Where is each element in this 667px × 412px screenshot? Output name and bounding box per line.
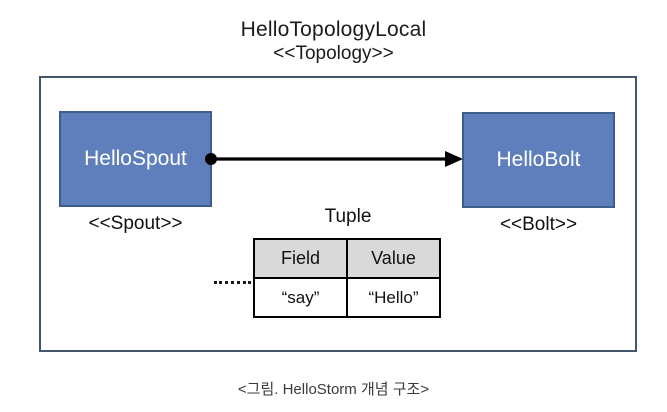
tuple-cell-value: “Hello”: [346, 277, 441, 318]
node-hellobolt-label: HelloBolt: [496, 148, 581, 171]
flow-arrow: [205, 151, 463, 167]
topology-title: HelloTopologyLocal: [240, 18, 427, 41]
diagram-header: HelloTopologyLocal <<Topology>>: [0, 17, 667, 65]
tuple-data-row: “say” “Hello”: [253, 277, 441, 318]
spout-stereotype: <<Spout>>: [88, 213, 183, 234]
tuple-header-value: Value: [346, 238, 441, 279]
bolt-stereotype: <<Bolt>>: [499, 214, 578, 235]
arrow-head: [445, 151, 463, 167]
dotted-connector: [214, 281, 251, 284]
tuple-title: Tuple: [324, 206, 372, 227]
tuple-header-row: Field Value: [253, 238, 441, 279]
node-hellospout: HelloSpout: [59, 111, 212, 207]
node-hellobolt: HelloBolt: [462, 112, 615, 208]
figure-caption: <그림. HelloStorm 개념 구조>: [237, 381, 430, 398]
tuple-header-field: Field: [253, 238, 348, 279]
node-hellospout-label: HelloSpout: [84, 147, 187, 170]
topology-stereotype: <<Topology>>: [273, 43, 394, 64]
tuple-cell-field: “say”: [253, 277, 348, 318]
tuple-table: Field Value “say” “Hello”: [253, 238, 441, 318]
